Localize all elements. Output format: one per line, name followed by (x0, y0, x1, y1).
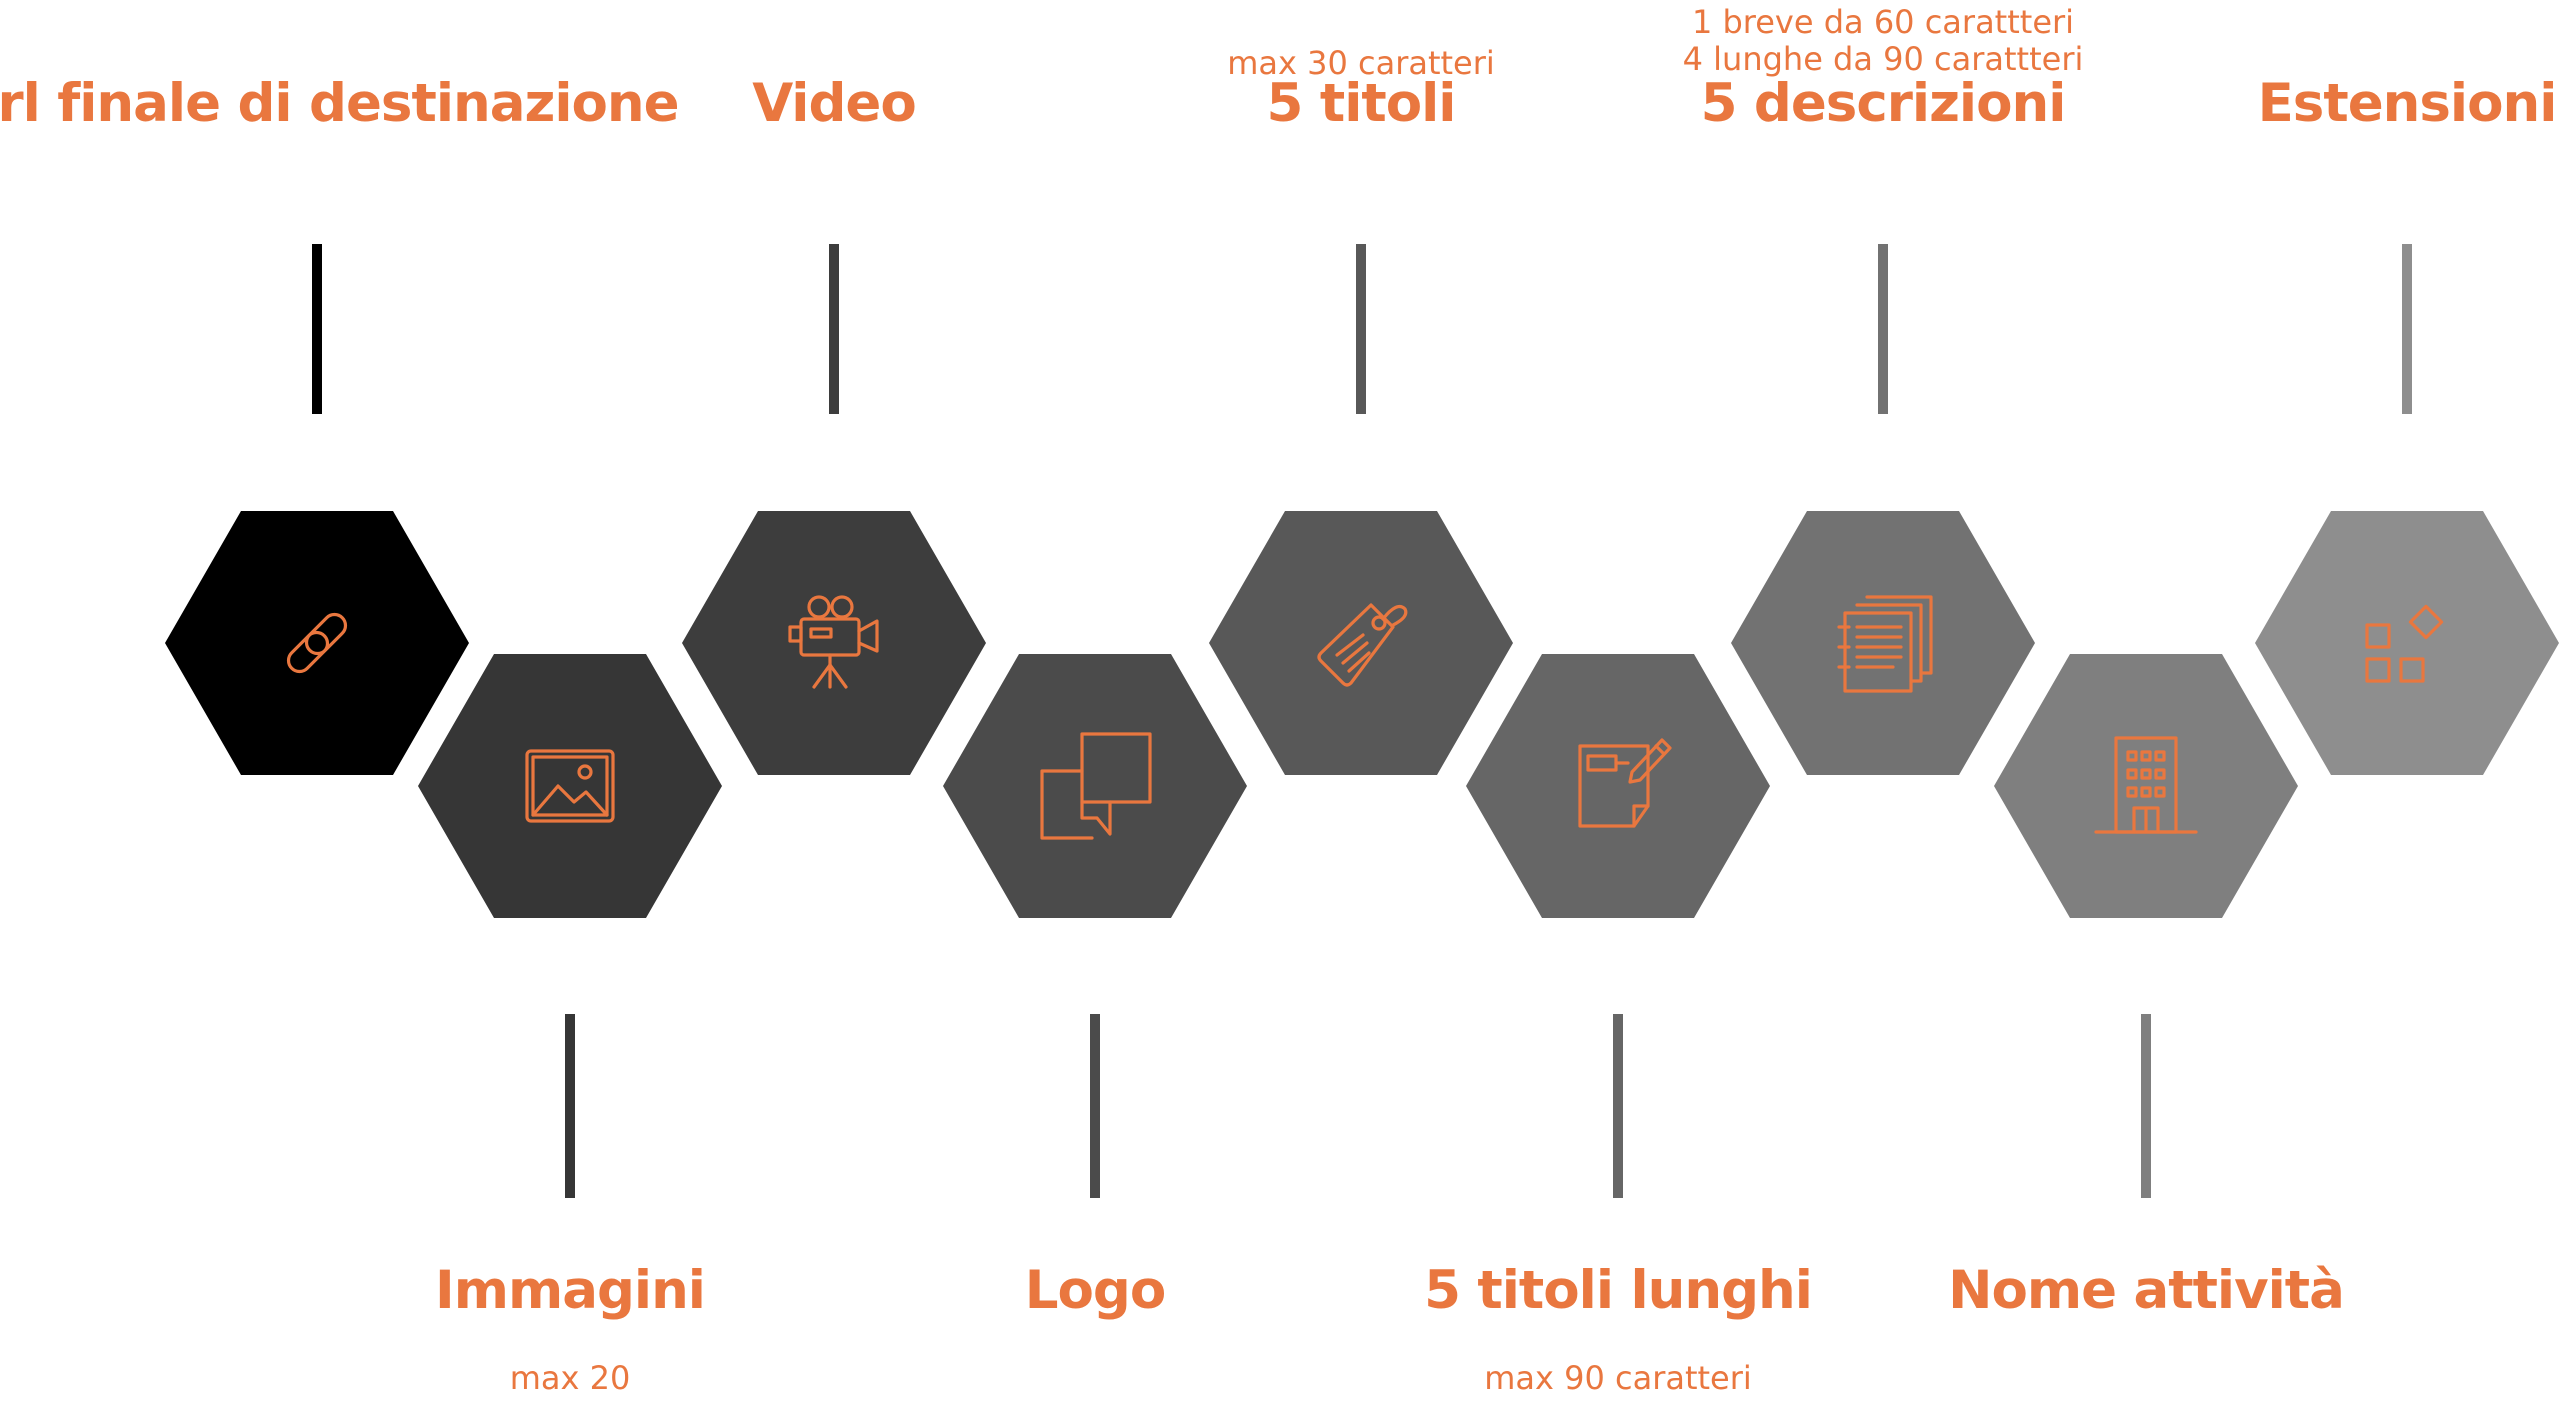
hexagon-url (165, 511, 469, 775)
step-note-line: 4 lunghe da 90 carattteri (1682, 39, 2084, 78)
connector-line (312, 244, 322, 414)
connector-line (1613, 1014, 1623, 1198)
step-note: max 30 caratteri (1227, 45, 1495, 82)
step-note: max 90 caratteri (1484, 1360, 1752, 1397)
building-icon (2086, 726, 2206, 846)
hexagon-extensions (2255, 511, 2559, 775)
step-title: Nome attività (1948, 1260, 2345, 1321)
step-title: Video (752, 73, 917, 134)
step-title: Url finale di destinazione (0, 73, 680, 134)
connector-line (1090, 1014, 1100, 1198)
hexagon-business_name (1994, 654, 2298, 918)
extensions-icon (2347, 583, 2467, 703)
step-note-line: max 30 caratteri (1227, 44, 1495, 82)
logo-squares-icon (1035, 726, 1155, 846)
documents-icon (1823, 583, 1943, 703)
document-pen-icon (1558, 726, 1678, 846)
hexagon-long_titles (1466, 654, 1770, 918)
step-title: Immagini (435, 1260, 706, 1321)
step-note-line: 1 breve da 60 carattteri (1691, 3, 2075, 41)
hexagon-video (682, 511, 986, 775)
step-title: 5 descrizioni (1700, 73, 2067, 134)
step-note-line: max 20 (509, 1359, 631, 1397)
video-camera-icon (774, 583, 894, 703)
connector-line (1356, 244, 1366, 414)
image-icon (510, 726, 630, 846)
hexagon-logo (943, 654, 1247, 918)
step-title: Logo (1024, 1260, 1167, 1321)
hexagon-images (418, 654, 722, 918)
connector-line (829, 244, 839, 414)
connector-line (565, 1014, 575, 1198)
step-title: Estensioni (2257, 73, 2558, 134)
connector-line (2402, 244, 2412, 414)
step-title: 5 titoli lunghi (1424, 1260, 1813, 1321)
hexagon-descriptions (1731, 511, 2035, 775)
step-note-line: max 90 caratteri (1484, 1359, 1752, 1397)
hexagon-titles (1209, 511, 1513, 775)
tag-icon (1301, 583, 1421, 703)
link-icon (257, 583, 377, 703)
step-title: 5 titoli (1266, 73, 1457, 134)
connector-line (2141, 1014, 2151, 1198)
step-note: max 20 (510, 1360, 631, 1397)
connector-line (1878, 244, 1888, 414)
